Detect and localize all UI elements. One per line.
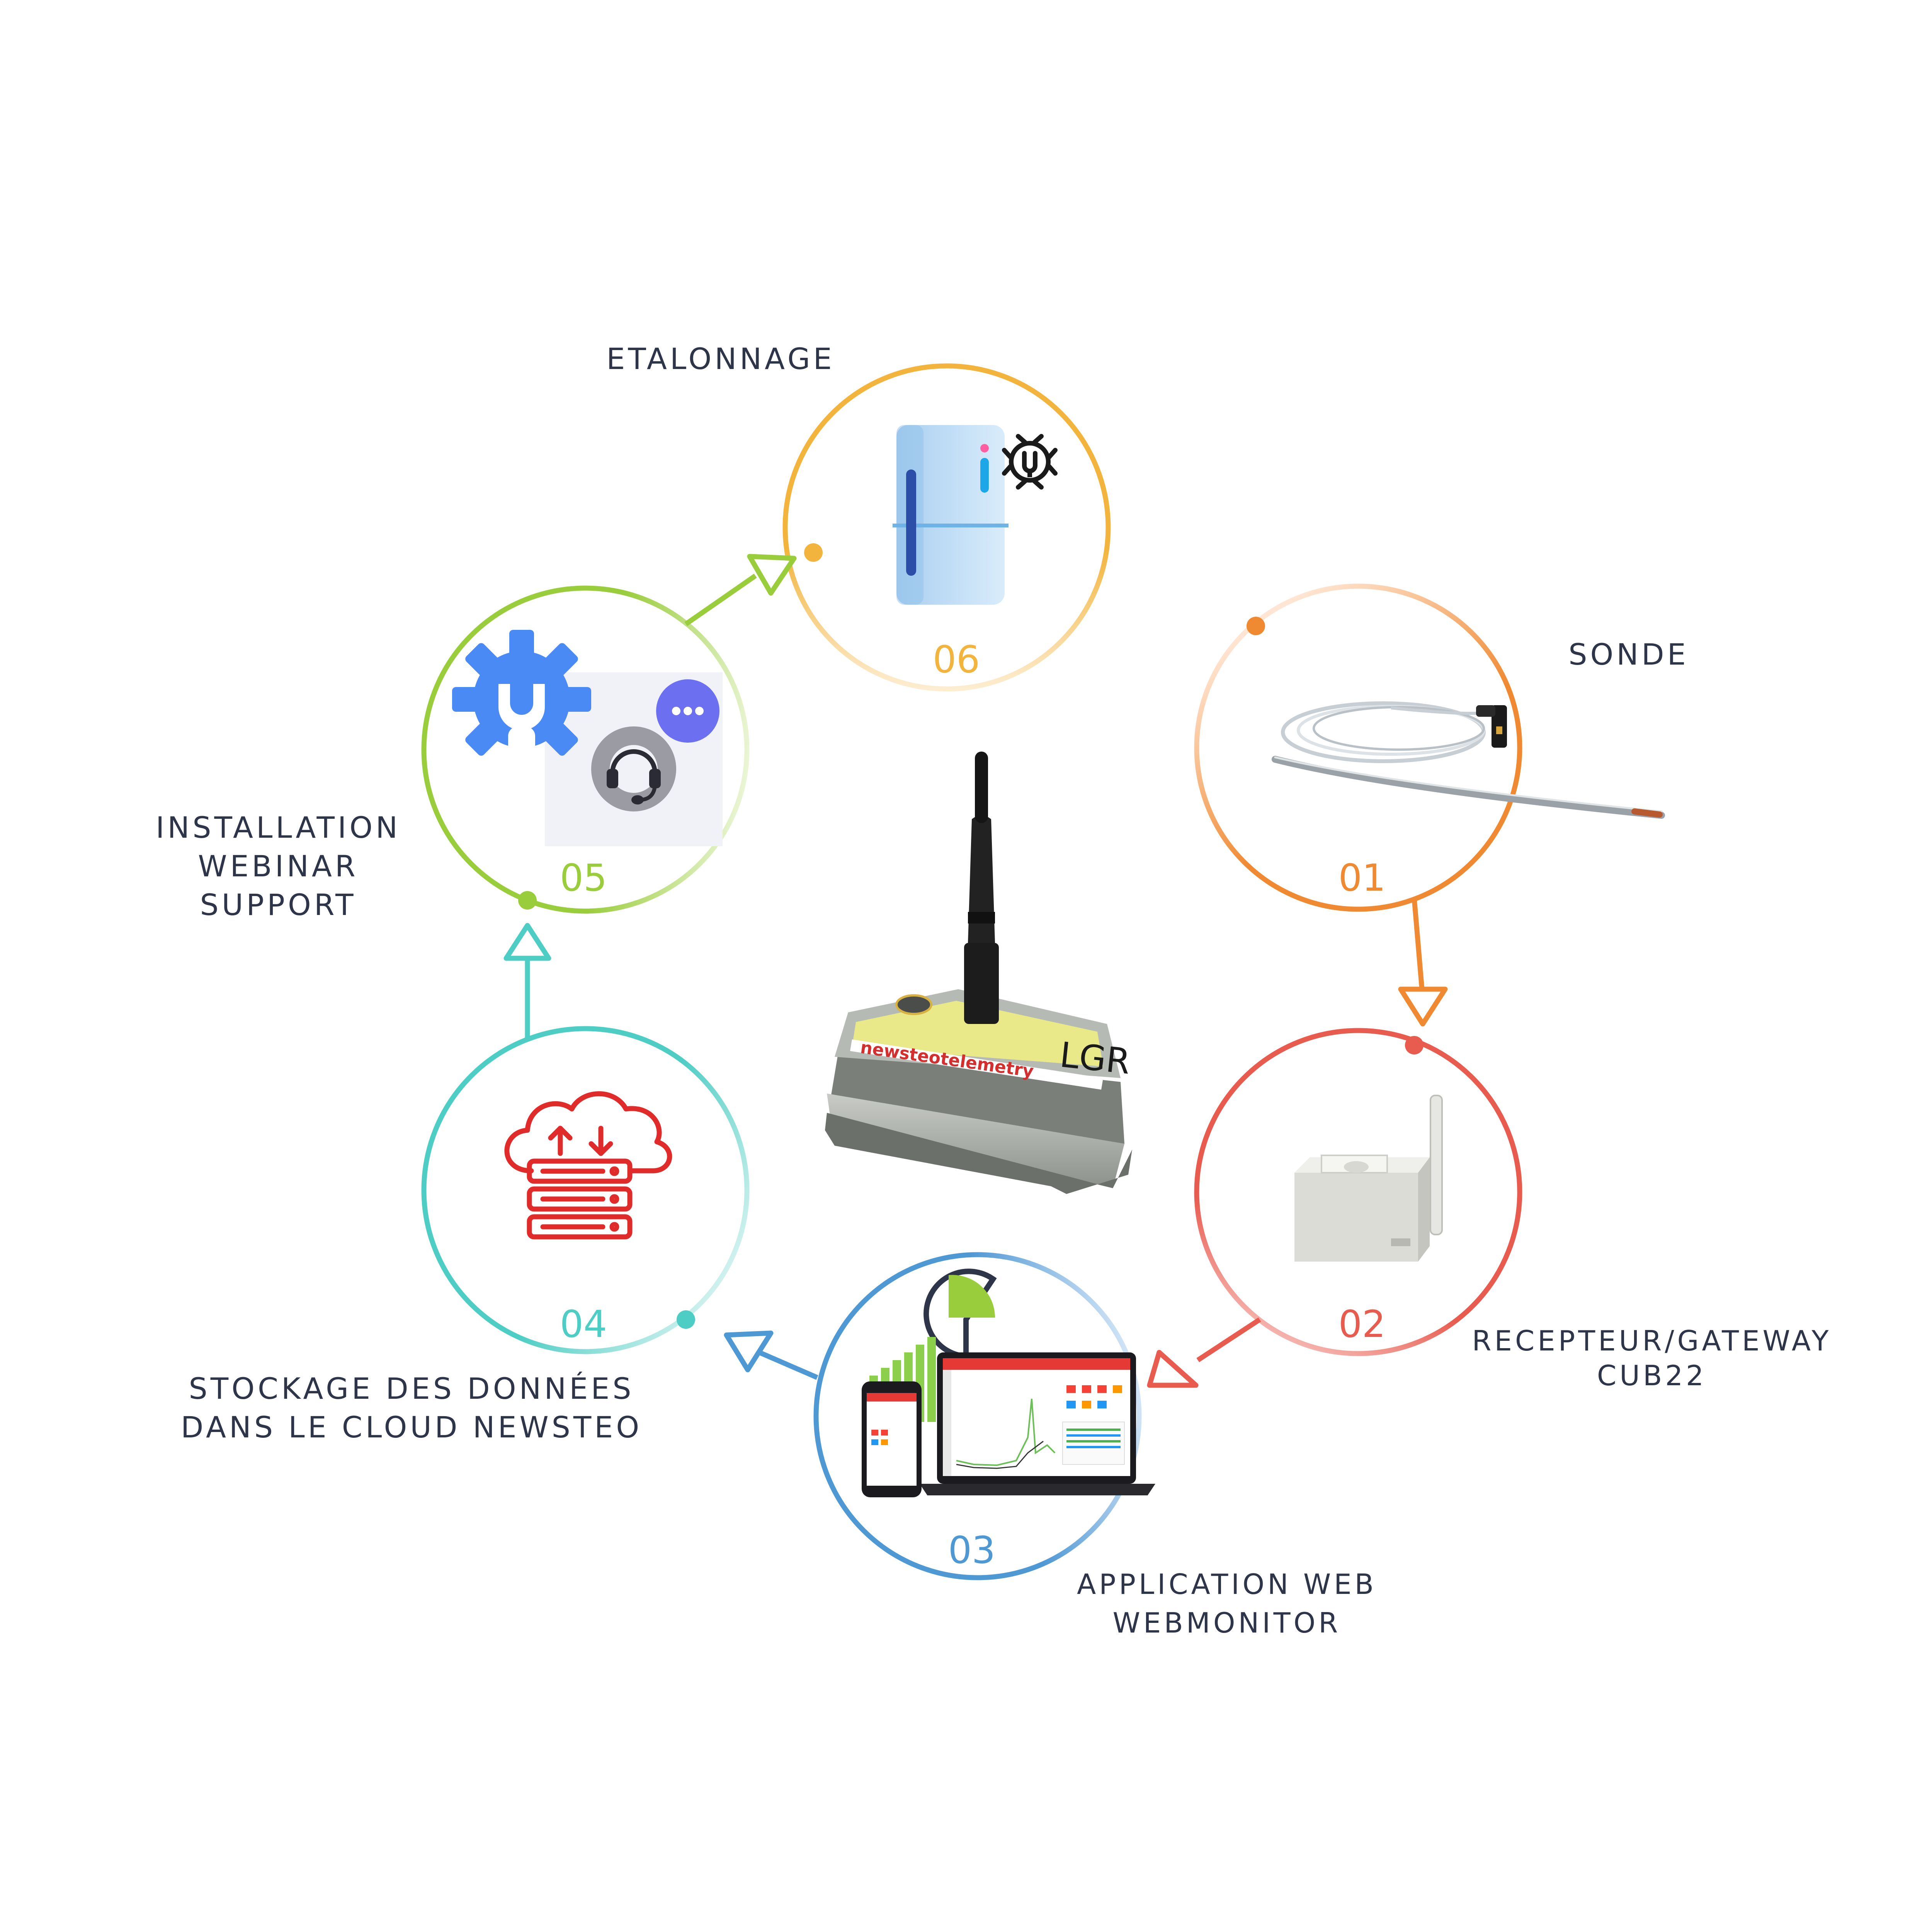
fridge-calibration-icon xyxy=(893,425,1058,605)
step-06-number: 06 xyxy=(933,638,980,681)
step-06-label: ETALONNAGE xyxy=(606,342,835,376)
step-04-label-line-2: DANS LE CLOUD NEWSTEO xyxy=(181,1410,642,1444)
dot-01 xyxy=(1247,617,1265,635)
device-model-label: LGR xyxy=(1058,1034,1132,1082)
gear-wrench-support-icon xyxy=(452,630,723,846)
step-02-label-line-1: RECEPTEUR/GATEWAY xyxy=(1472,1325,1832,1357)
step-05-label-line-1: INSTALLATION xyxy=(156,810,401,845)
connector-05-06 xyxy=(684,554,797,626)
laptop-phone-dashboard-icon xyxy=(862,1269,1155,1497)
step-04-ring xyxy=(421,1026,750,1354)
dot-06 xyxy=(804,543,823,562)
dot-04 xyxy=(677,1310,695,1329)
connector-01-02 xyxy=(1398,898,1448,1027)
step-05-label-line-3: SUPPORT xyxy=(200,888,356,922)
step-03-number: 03 xyxy=(948,1529,995,1572)
step-01-label: SONDE xyxy=(1568,637,1689,672)
step-06-ring xyxy=(782,363,1111,692)
step-02-ring xyxy=(1194,1028,1522,1356)
connector-04-05 xyxy=(503,923,551,1039)
lgr-device-image: newsteotelemetry LGR xyxy=(825,752,1132,1194)
step-04-number: 04 xyxy=(560,1303,607,1346)
step-01-ring xyxy=(1194,583,1522,912)
dot-05 xyxy=(518,891,537,910)
step-02-number: 02 xyxy=(1338,1303,1386,1346)
step-04-label-line-1: STOCKAGE DES DONNÉES xyxy=(189,1371,634,1406)
step-02-label-line-2: CUB22 xyxy=(1597,1359,1707,1392)
step-03-label-line-1: APPLICATION WEB xyxy=(1077,1568,1377,1600)
step-03-ring xyxy=(813,1252,1142,1580)
connector-02-03 xyxy=(1147,1317,1261,1388)
step-05-ring xyxy=(421,585,750,914)
cloud-server-icon xyxy=(504,1091,672,1240)
step-01-number: 01 xyxy=(1338,856,1386,900)
step-03-label-line-2: WEBMONITOR xyxy=(1113,1607,1341,1639)
temperature-probe-icon xyxy=(1272,701,1665,819)
gateway-box-icon xyxy=(1294,1095,1443,1262)
step-05-label-line-2: WEBINAR xyxy=(198,849,358,883)
connector-03-04 xyxy=(724,1330,818,1380)
step-05-number: 05 xyxy=(560,856,607,900)
dot-02 xyxy=(1405,1036,1423,1054)
